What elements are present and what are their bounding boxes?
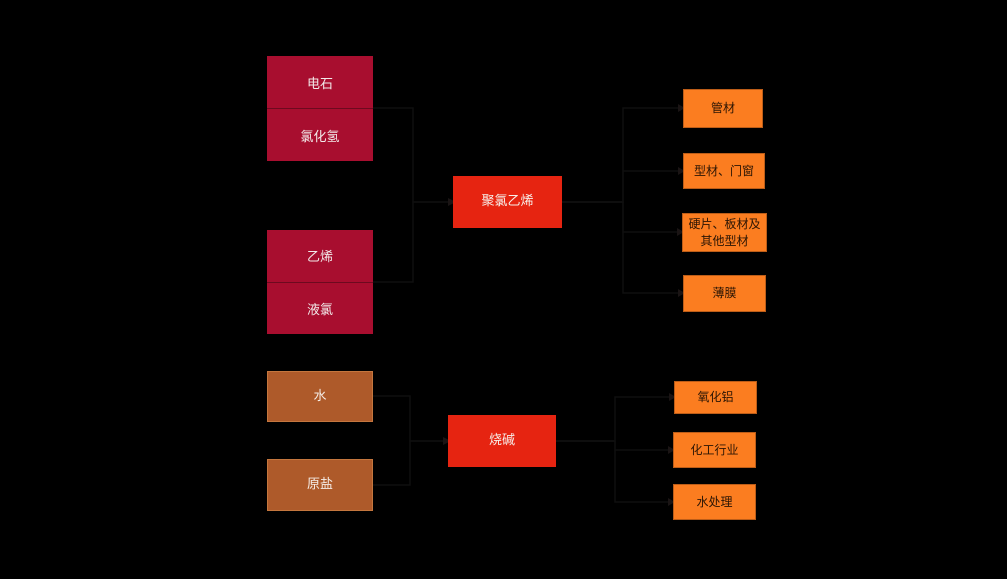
node-liquid-chlorine: 液氯 bbox=[267, 281, 373, 334]
node-water: 水 bbox=[267, 371, 373, 422]
node-caustic-soda: 烧碱 bbox=[448, 415, 556, 467]
node-raw-salt: 原盐 bbox=[267, 459, 373, 511]
node-hydrogen-chloride: 氯化氢 bbox=[267, 108, 373, 161]
node-rigid-sheets-panels-other: 硬片、板材及其他型材 bbox=[682, 213, 767, 252]
node-alumina: 氧化铝 bbox=[674, 381, 757, 414]
node-pvc: 聚氯乙烯 bbox=[453, 176, 562, 228]
node-group-pvc-inputs-top: 电石 氯化氢 bbox=[267, 56, 373, 161]
node-pipes: 管材 bbox=[683, 89, 763, 128]
node-film: 薄膜 bbox=[683, 275, 766, 312]
node-chemical-industry: 化工行业 bbox=[673, 432, 756, 468]
node-profiles-doors-windows: 型材、门窗 bbox=[683, 153, 765, 189]
node-group-pvc-inputs-bottom: 乙烯 液氯 bbox=[267, 230, 373, 334]
node-water-treatment: 水处理 bbox=[673, 484, 756, 520]
node-calcium-carbide: 电石 bbox=[267, 56, 373, 108]
node-ethylene: 乙烯 bbox=[267, 230, 373, 282]
